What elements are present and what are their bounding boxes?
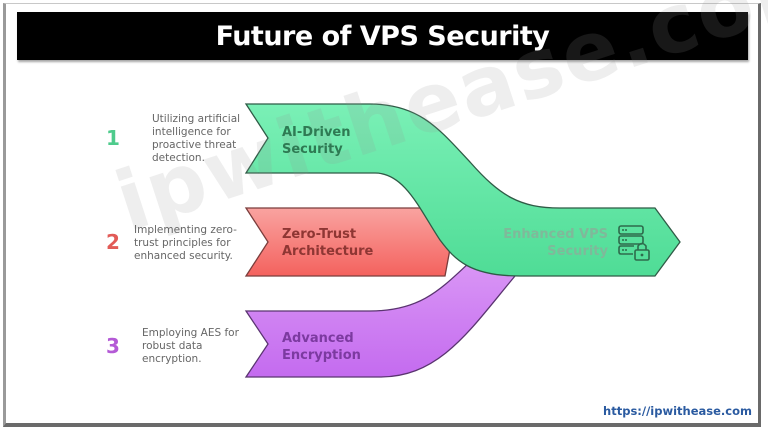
step-number-1: 1 [106, 126, 120, 150]
step-label-zero-trust-architecture: Zero-Trust Architecture [282, 227, 374, 259]
step-number-3: 3 [106, 334, 120, 358]
ai-driven-band [244, 103, 681, 277]
server-lock-icon [618, 225, 650, 261]
page-title: Future of VPS Security [215, 20, 550, 52]
outcome-label-enhanced-vps-security: Enhanced VPS Security [503, 227, 608, 259]
step-description-1: Utilizing artificial intelligence for pr… [152, 113, 241, 164]
title-banner: Future of VPS Security [17, 12, 748, 60]
step-description-2: Implementing zero- trust principles for … [134, 224, 237, 262]
step-label-ai-driven-security: AI-Driven Security [282, 125, 351, 157]
footer-url-link[interactable]: https://ipwithease.com [603, 404, 752, 418]
step-label-advanced-encryption: Advanced Encryption [282, 331, 361, 363]
step-description-3: Employing AES for robust data encryption… [142, 327, 239, 365]
step-number-2: 2 [106, 230, 120, 254]
